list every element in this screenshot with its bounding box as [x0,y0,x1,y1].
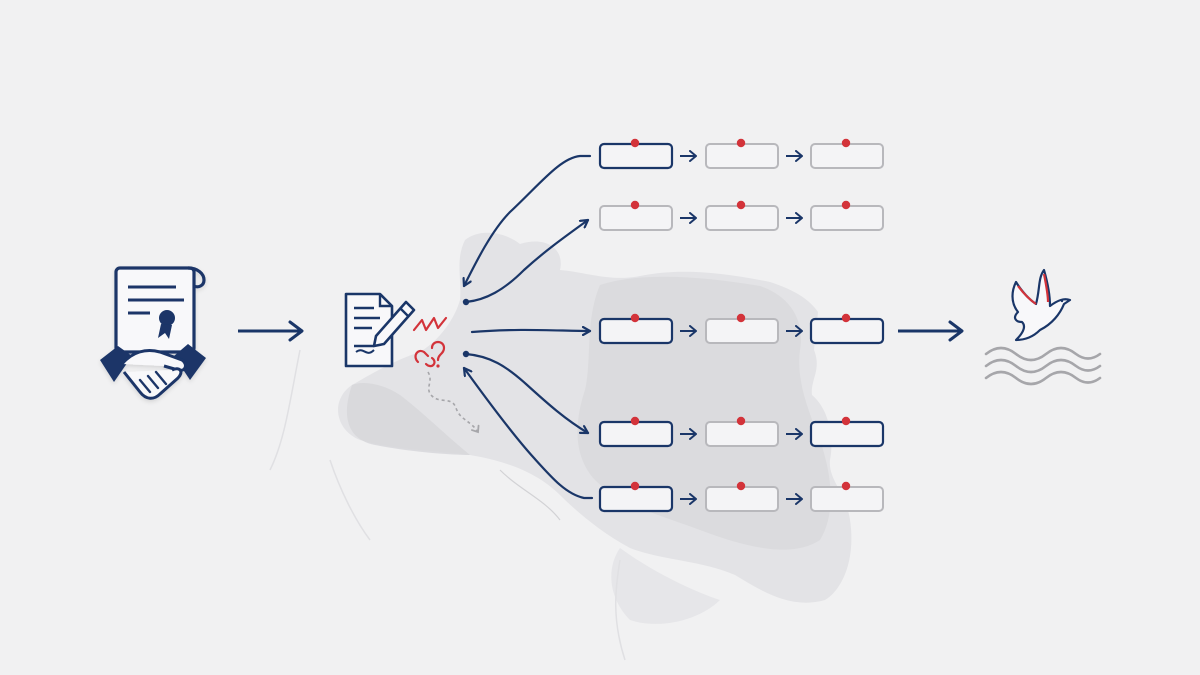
step-box-grey [810,205,884,231]
step-box-navy [598,142,674,170]
branch-connectors [462,154,594,500]
agreement-handshake-icon [100,266,206,400]
peace-dove-icon [1011,268,1072,342]
connector-row-1 [464,154,592,288]
step-box-grey [599,205,673,231]
process-row-2 [599,200,884,231]
step-box-grey [810,486,884,512]
status-dot [841,416,851,426]
water-waves-icon [984,346,1102,386]
process-row-4 [598,416,885,448]
status-dot [736,200,746,210]
step-box-grey [705,318,779,344]
status-dot [630,313,640,323]
step-box-navy [598,485,674,513]
status-dot [736,416,746,426]
document-signing-icon [344,292,416,368]
step-box-navy [809,317,885,345]
process-row-1 [598,138,884,170]
status-dot [841,481,851,491]
status-dot [630,200,640,210]
connector-row-3 [470,330,592,332]
process-rows [598,138,885,513]
status-dot [736,313,746,323]
process-row-5 [598,481,884,513]
status-dot [736,138,746,148]
status-dot [736,481,746,491]
broken-link-question-icon [412,316,480,434]
connector-row-4 [464,352,590,435]
step-box-navy [598,317,674,345]
status-dot [841,138,851,148]
node-dot [462,350,470,358]
step-box-grey [705,205,779,231]
connector-row-2 [464,218,590,304]
connector-row-5 [462,366,594,500]
process-row-3 [598,313,885,345]
step-box-navy [809,420,885,448]
step-box-grey [705,486,779,512]
status-dot [630,138,640,148]
status-dot [841,200,851,210]
step-box-grey [705,143,779,169]
status-dot [841,313,851,323]
status-dot [630,416,640,426]
step-box-navy [598,420,674,448]
step-box-grey [810,143,884,169]
status-dot [630,481,640,491]
node-dot [462,298,470,306]
step-box-grey [705,421,779,447]
